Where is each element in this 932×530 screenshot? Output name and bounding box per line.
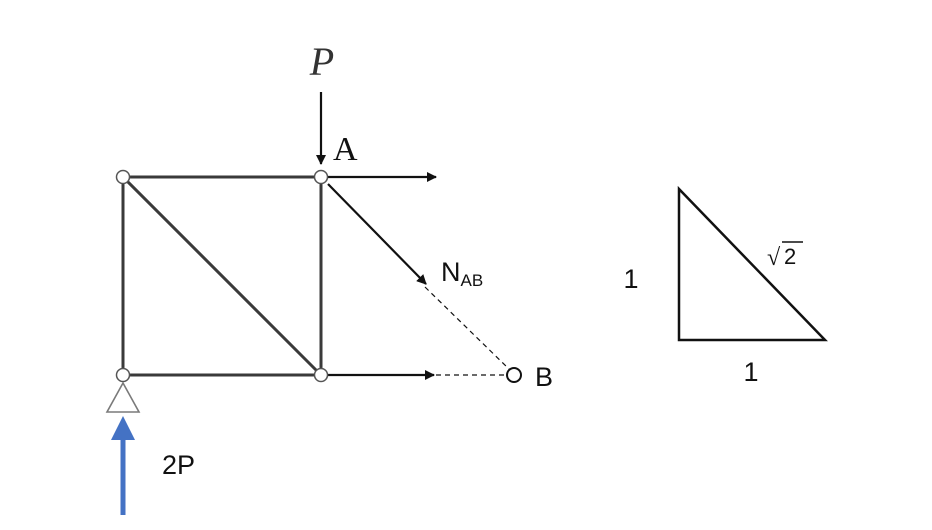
load-p-label: P bbox=[309, 39, 334, 84]
cut-member-dashes bbox=[424, 286, 511, 376]
hypotenuse-radical-sign: √ bbox=[767, 245, 781, 271]
reaction-arrow bbox=[111, 416, 135, 515]
arrow-n-ab bbox=[327, 183, 427, 285]
triangle-horizontal-side-label: 1 bbox=[743, 357, 758, 387]
triangle-vertical-side-label: 1 bbox=[623, 264, 638, 294]
reaction-arrow-head bbox=[111, 416, 135, 440]
member-diagonal bbox=[121, 175, 323, 377]
node-b-label: B bbox=[535, 362, 553, 392]
force-arrows bbox=[316, 92, 437, 380]
node-b bbox=[506, 367, 522, 383]
node-top-left bbox=[115, 169, 131, 185]
member-force-label: NAB bbox=[441, 257, 483, 290]
hypotenuse-radicand: 2 bbox=[784, 244, 796, 269]
node-bottom-right bbox=[313, 367, 329, 383]
node-a bbox=[313, 169, 329, 185]
node-a-label: A bbox=[333, 131, 358, 168]
member-force-subscript: AB bbox=[461, 271, 484, 290]
reaction-label: 2P bbox=[162, 450, 195, 480]
node-bottom-left bbox=[115, 367, 131, 383]
pin-support-icon bbox=[105, 381, 141, 413]
dashed-line-diagonal bbox=[424, 286, 511, 371]
truss-nodes bbox=[115, 169, 329, 383]
reference-triangle bbox=[677, 185, 828, 342]
member-force-letter: N bbox=[441, 257, 461, 287]
triangle-hypotenuse-label: √ 2 bbox=[767, 241, 803, 271]
truss-members bbox=[121, 175, 323, 377]
